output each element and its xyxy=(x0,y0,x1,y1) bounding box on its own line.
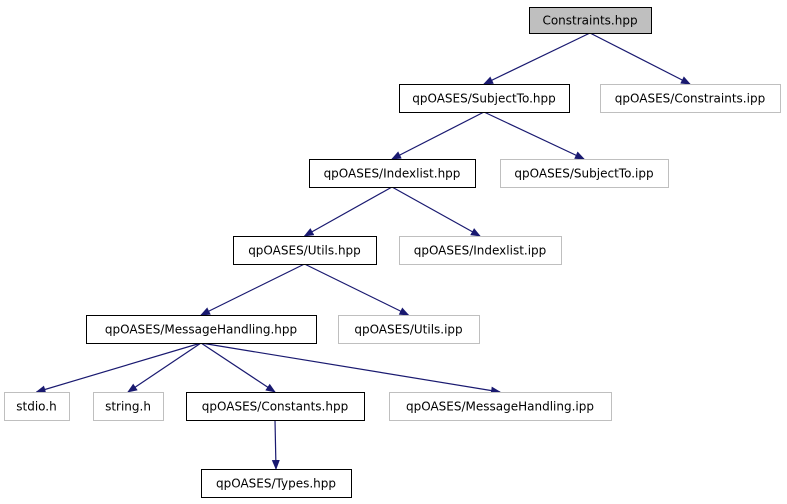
node-box xyxy=(309,159,476,188)
node-messagehandling_hpp[interactable]: qpOASES/MessageHandling.hpp xyxy=(86,315,317,344)
node-label: qpOASES/Indexlist.hpp xyxy=(324,167,461,181)
node-indexlist_hpp[interactable]: qpOASES/Indexlist.hpp xyxy=(309,159,476,188)
node-constraints_ipp[interactable]: qpOASES/Constraints.ipp xyxy=(600,84,781,113)
node-subjectto_ipp[interactable]: qpOASES/SubjectTo.ipp xyxy=(500,159,669,188)
node-box xyxy=(600,84,781,113)
node-label: qpOASES/SubjectTo.hpp xyxy=(412,92,555,106)
node-label: qpOASES/Utils.ipp xyxy=(354,323,462,337)
node-box xyxy=(389,392,612,421)
node-messagehandling_ipp[interactable]: qpOASES/MessageHandling.ipp xyxy=(389,392,612,421)
node-label: qpOASES/SubjectTo.ipp xyxy=(514,167,653,181)
node-box xyxy=(399,236,562,265)
edge-constraints_hpp-to-constraints_ipp xyxy=(589,32,691,85)
node-subjectto_hpp[interactable]: qpOASES/SubjectTo.hpp xyxy=(399,84,570,113)
edge-utils_hpp-to-messagehandling_hpp xyxy=(200,263,305,316)
nodes-layer: Constraints.hpp qpOASES/SubjectTo.hpp qpOA… xyxy=(4,7,781,498)
edge-subjectto_hpp-to-subjectto_ipp xyxy=(483,111,585,160)
node-box xyxy=(233,236,377,265)
node-label: Constraints.hpp xyxy=(542,14,637,28)
node-label: qpOASES/Types.hpp xyxy=(216,477,336,491)
node-box xyxy=(186,392,365,421)
edge-messagehandling_hpp-to-messagehandling_ipp xyxy=(200,342,501,395)
edges-layer xyxy=(35,32,691,470)
node-indexlist_ipp[interactable]: qpOASES/Indexlist.ipp xyxy=(399,236,562,265)
node-types_hpp[interactable]: qpOASES/Types.hpp xyxy=(201,469,352,498)
node-box xyxy=(86,315,317,344)
node-box xyxy=(93,392,164,421)
edge-utils_hpp-to-utils_ipp xyxy=(304,263,410,316)
node-label: qpOASES/MessageHandling.ipp xyxy=(406,400,594,414)
edge-messagehandling_hpp-to-constants_hpp xyxy=(200,342,276,393)
node-box xyxy=(500,159,669,188)
node-box xyxy=(201,469,352,498)
node-stdio_h[interactable]: stdio.h xyxy=(4,392,70,421)
edge-indexlist_hpp-to-utils_hpp xyxy=(303,186,393,237)
node-box xyxy=(338,315,480,344)
node-utils_hpp[interactable]: qpOASES/Utils.hpp xyxy=(233,236,377,265)
node-utils_ipp[interactable]: qpOASES/Utils.ipp xyxy=(338,315,480,344)
node-box xyxy=(529,7,652,34)
node-label: qpOASES/MessageHandling.hpp xyxy=(105,323,297,337)
edge-indexlist_hpp-to-indexlist_ipp xyxy=(391,186,481,237)
node-label: qpOASES/Constants.hpp xyxy=(202,400,348,414)
node-label: qpOASES/Indexlist.ipp xyxy=(414,244,547,258)
node-label: string.h xyxy=(105,400,151,414)
edge-messagehandling_hpp-to-stdio_h xyxy=(35,342,202,394)
node-label: stdio.h xyxy=(16,400,56,414)
edge-messagehandling_hpp-to-string_h xyxy=(127,342,202,393)
node-box xyxy=(4,392,70,421)
node-label: qpOASES/Constraints.ipp xyxy=(615,92,765,106)
node-label: qpOASES/Utils.hpp xyxy=(248,244,361,258)
edge-subjectto_hpp-to-indexlist_hpp xyxy=(391,111,485,160)
node-string_h[interactable]: string.h xyxy=(93,392,164,421)
node-box xyxy=(399,84,570,113)
node-constraints_hpp[interactable]: Constraints.hpp xyxy=(529,7,652,34)
edge-constraints_hpp-to-subjectto_hpp xyxy=(483,32,591,85)
node-constants_hpp[interactable]: qpOASES/Constants.hpp xyxy=(186,392,365,421)
edge-constants_hpp-to-types_hpp xyxy=(271,419,280,470)
